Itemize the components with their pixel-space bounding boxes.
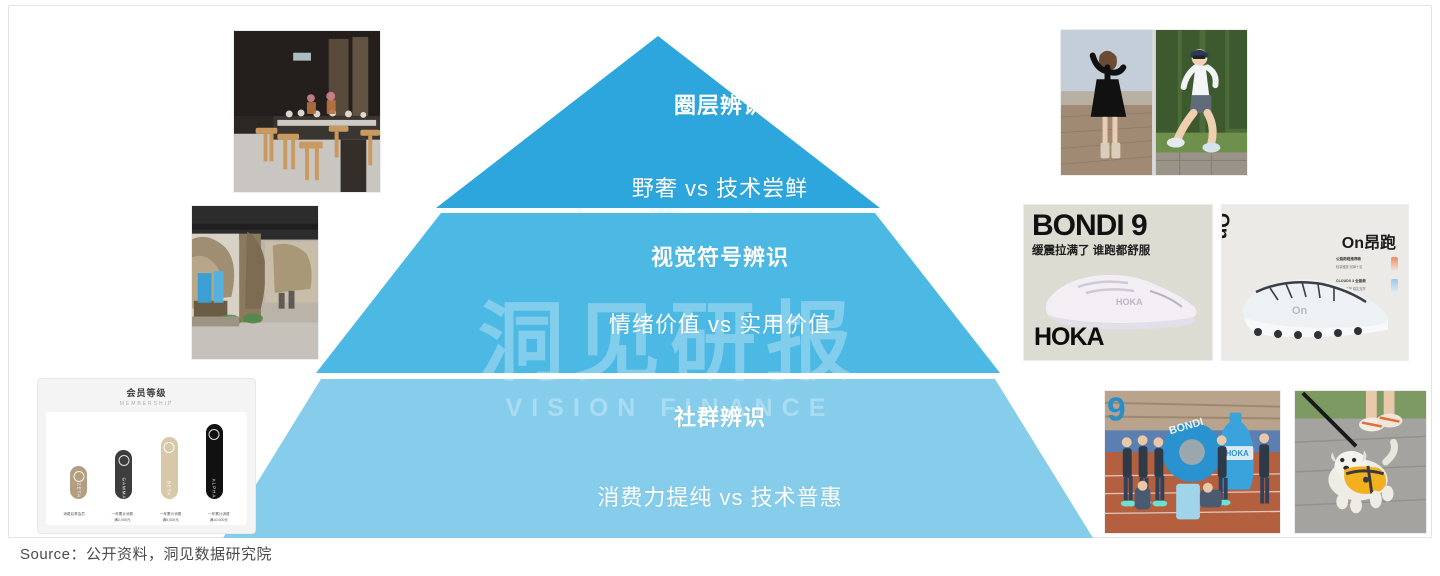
membership-caption-beta: 一年累计消费 满5,000元 [159,512,182,522]
pyramid-tier-middle [316,213,1000,373]
ad-hoka-shoe-image: HOKA [1045,274,1197,330]
dog-leash [1301,391,1358,448]
membership-bar-beta: BETA [160,436,178,499]
svg-text:On: On [1292,305,1308,317]
svg-text:HOKA: HOKA [1116,297,1143,307]
membership-bar-label-beta: BETA [166,480,172,497]
photo-restaurant [233,30,381,193]
photo-portraits [1060,29,1248,176]
ad-on-spec-1-title: 公路跑鞋推荐款 [1336,257,1362,261]
dog [1328,438,1398,514]
ad-on-spec-1-body: 轻量缓震 回弹十足 [1336,264,1363,269]
ad-on-brand-mark: On [1222,213,1232,240]
community-prop-number-left: 9 [1107,391,1126,428]
pyramid-tier-bottom [223,379,1093,538]
ad-on-shoe-image: On [1243,279,1388,339]
membership-bar-zeta: ZETA [70,466,88,499]
photo-running-dog [1294,390,1427,534]
membership-title-en: MEMBERSHIP [119,401,174,407]
runner-legs [1359,391,1403,432]
ad-on-brand-cn: On昂跑 [1341,235,1396,252]
community-prop-number-bottom: 9 [1178,489,1192,517]
ad-hoka-tagline: 缓震拉满了 谁跑都舒服 [1032,245,1151,257]
pyramid-tier-top [436,36,880,208]
membership-caption-alpha: 一年累计消费 满10,000元 [208,512,230,522]
ad-on-spec-2-title: CLOUDX 3 全能款 [1336,279,1366,283]
community-prop-brand: HOKA [1226,449,1250,458]
ad-on-spec-2-body: 多场景适配 稳定支撑 [1336,286,1366,291]
membership-title-cn: 会员等级 [126,388,167,398]
community-people [1120,433,1270,510]
card-membership: 会员等级 MEMBERSHIP ZETA GAMMA BETA [37,378,256,534]
ad-hoka-headline: BONDI 9 [1032,209,1148,242]
membership-bar-alpha: ALPHA [205,423,223,499]
ad-hoka-bondi9: BONDI 9 缓震拉满了 谁跑都舒服 HOKA HOKA [1023,204,1213,361]
ad-on-running: On On昂跑 公路跑鞋推荐款 轻量缓震 回弹十足 CLOUDX 3 全能款 多… [1221,204,1409,361]
ad-hoka-brand: HOKA [1034,323,1105,351]
membership-bar-gamma: GAMMA [115,449,133,500]
membership-caption-zeta: 消费后享会员 [63,512,85,517]
membership-bar-label-gamma: GAMMA [121,477,127,500]
source-note: Source：公开资料，洞见数据研究院 [20,546,273,563]
photo-community-event: 9 BONDI HOKA 9 [1104,390,1281,534]
photo-retail-interior [191,205,319,360]
membership-bar-label-alpha: ALPHA [211,478,217,499]
membership-caption-gamma: 一年累计消费 满2,000元 [111,512,134,522]
membership-bar-label-zeta: ZETA [76,482,82,499]
